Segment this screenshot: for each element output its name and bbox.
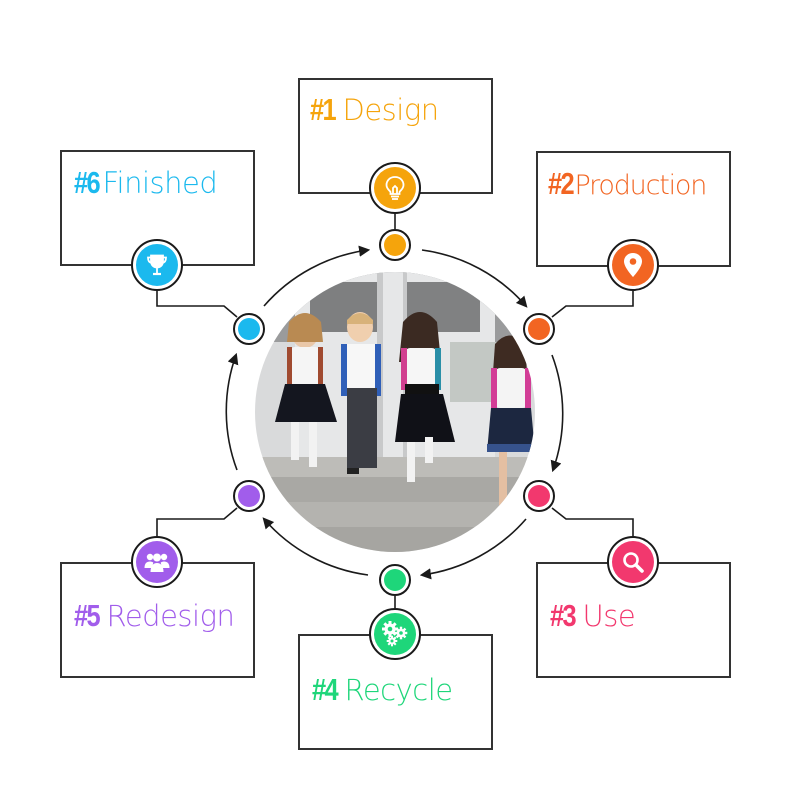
step-title-use: #3 Use — [550, 598, 636, 633]
step-title-design: #1 Design — [310, 94, 439, 125]
gears-icon — [374, 613, 416, 655]
connector-5 — [156, 507, 238, 536]
badge-design — [369, 162, 421, 214]
step-name: Finished — [102, 166, 218, 200]
center-photo — [255, 272, 535, 552]
step-number: #2 — [548, 166, 575, 201]
map-pin-icon — [612, 244, 654, 286]
badge-production — [607, 239, 659, 291]
arrow-4-to-5 — [262, 517, 369, 576]
step-number: #1 — [310, 92, 337, 127]
arrow-5-to-6 — [225, 352, 239, 471]
node-dot — [528, 318, 550, 340]
node-dot — [238, 485, 260, 507]
step-number: #4 — [312, 672, 339, 707]
connector-6 — [156, 291, 238, 318]
arrow-2-to-3 — [550, 354, 564, 473]
arrow-3-to-4 — [419, 518, 527, 580]
step-name: Redesign — [106, 599, 235, 633]
step-title-production: #2 Production — [548, 166, 707, 201]
ring-node-recycle — [379, 564, 411, 596]
node-dot — [384, 234, 406, 256]
arrow-1-to-2 — [421, 249, 528, 308]
ring-node-finished — [233, 313, 265, 345]
node-dot — [528, 485, 550, 507]
ring-arrows — [225, 245, 564, 580]
step-title-recycle: #4 Recycle — [312, 674, 453, 705]
connector-2 — [551, 291, 634, 318]
step-box-recycle: #4 Recycle — [298, 634, 493, 750]
badge-recycle — [369, 608, 421, 660]
badge-use — [607, 536, 659, 588]
step-title-redesign: #5 Redesign — [74, 598, 235, 633]
step-number: #6 — [74, 165, 101, 200]
children-on-steps-image — [255, 272, 535, 552]
step-name: Recycle — [344, 673, 453, 707]
trophy-icon — [136, 244, 178, 286]
step-number: #5 — [74, 598, 101, 633]
step-name: Use — [582, 599, 636, 633]
step-number: #3 — [550, 598, 577, 633]
connector-3 — [551, 507, 634, 536]
badge-redesign — [131, 536, 183, 588]
lightbulb-icon — [374, 167, 416, 209]
ring-node-redesign — [233, 480, 265, 512]
step-name: Production — [574, 170, 707, 201]
search-icon — [612, 541, 654, 583]
step-name: Design — [342, 93, 439, 127]
step-title-finished: #6 Finished — [74, 165, 218, 200]
ring-node-production — [523, 313, 555, 345]
arrow-6-to-1 — [263, 245, 371, 307]
users-icon — [136, 541, 178, 583]
node-dot — [384, 569, 406, 591]
ring-node-use — [523, 480, 555, 512]
badge-finished — [131, 239, 183, 291]
node-dot — [238, 318, 260, 340]
ring-node-design — [379, 229, 411, 261]
node-connectors — [156, 214, 634, 608]
